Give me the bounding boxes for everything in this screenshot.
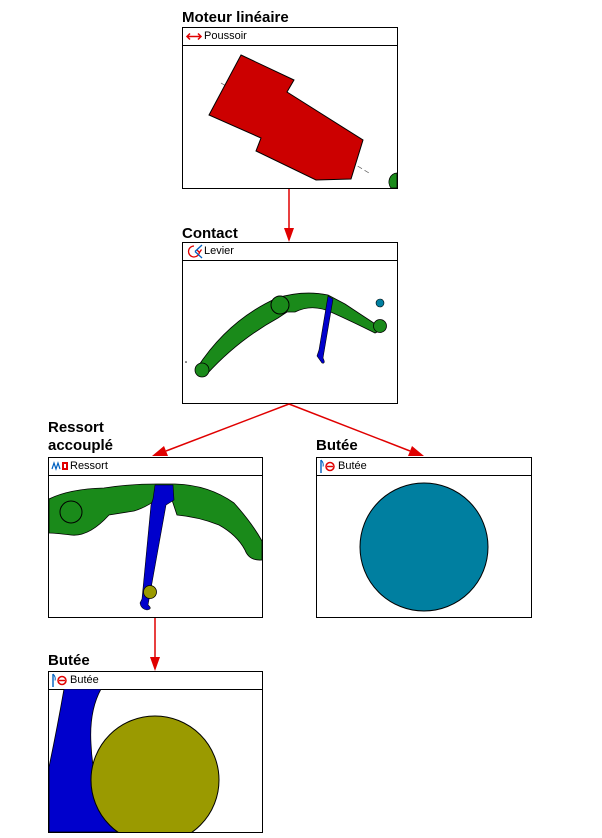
rotation-icon (187, 244, 203, 259)
panel-header: Butée (317, 458, 531, 476)
node-panel-butee-2[interactable]: Butée (48, 671, 263, 833)
panel-header: Ressort (49, 458, 262, 476)
panel-header: Butée (49, 672, 262, 690)
arrow-contact-to-ressort (165, 403, 290, 452)
stop-icon (320, 459, 335, 473)
panel-label: Butée (70, 674, 99, 686)
node-title-ressort-line1: Ressort (48, 419, 104, 436)
node-title-ressort-line2: accouplé (48, 437, 114, 454)
stop-view-olive (49, 689, 220, 832)
node-panel-contact[interactable]: Levier (182, 242, 398, 404)
node-title-moteur: Moteur linéaire (182, 9, 289, 26)
spring-coupled-view (49, 483, 262, 611)
node-title-contact: Contact (182, 225, 238, 242)
panel-header: Poussoir (183, 28, 397, 46)
panel-label: Levier (204, 245, 234, 257)
panel-label: Butée (338, 460, 367, 472)
node-title-butee-2: Butée (48, 652, 90, 669)
lever-view (185, 292, 387, 378)
panel-header: Levier (183, 243, 397, 261)
stop-view-teal (359, 482, 489, 612)
double-arrow-icon (185, 32, 203, 41)
linear-motor-view (208, 54, 397, 188)
panel-label: Ressort (70, 460, 108, 472)
node-panel-butee-1[interactable]: Butée (316, 457, 532, 618)
spring-icon (51, 461, 68, 471)
node-panel-moteur[interactable]: Poussoir (182, 27, 398, 189)
stop-icon (52, 673, 67, 687)
node-title-butee-1: Butée (316, 437, 358, 454)
node-panel-ressort[interactable]: Ressort (48, 457, 263, 618)
panel-label: Poussoir (204, 30, 247, 42)
